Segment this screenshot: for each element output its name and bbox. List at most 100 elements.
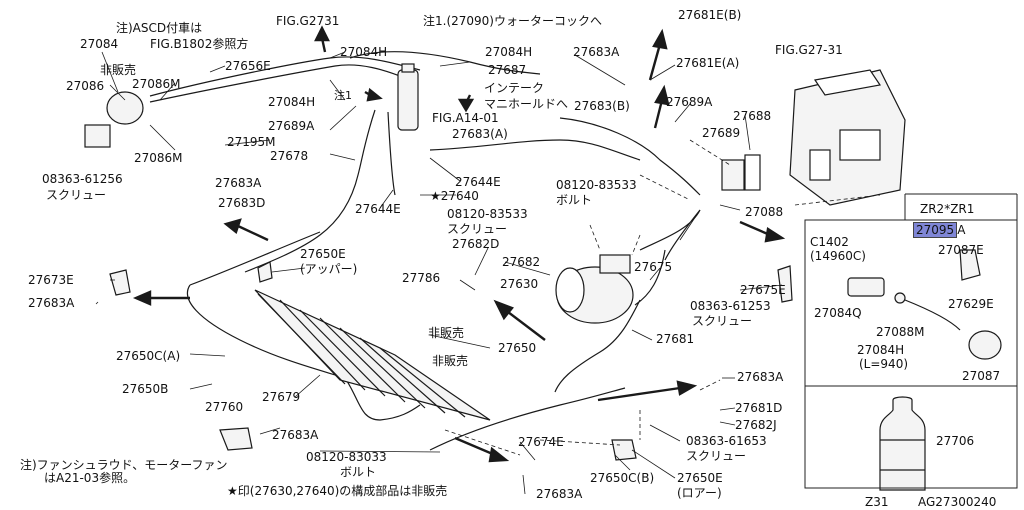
part-label-08363-61253: 08363-61253 [690,299,771,313]
inset-frame [804,219,1018,489]
part-label-27086m-lower: 27086M [134,151,183,165]
part-label-27683a-right: 27683A [737,370,784,384]
inset-label-27706: 27706 [936,434,975,448]
pipe-long-lower [189,231,321,286]
part-label-27688: 27688 [733,109,772,123]
note-star-not-for-sale: ★印(27630,27640)の構成部品は非販売 [227,484,448,498]
part-label-27683a-top: 27683A [573,45,620,59]
valve-27086 [106,91,144,125]
part-label-27675: 27675 [634,260,673,274]
inset-valve-c1402 [847,277,885,297]
part-label-27630: 27630 [500,277,539,291]
part-label-27644e-right: 27644E [455,175,501,189]
part-label-27683a-bottom-left: 27683A [272,428,319,442]
inset-label-c1402: C1402 [810,235,849,249]
note-ascd-line1: 注)ASCD付車は [116,21,203,35]
inset-label-14960c: (14960C) [810,249,866,263]
part-label-27681e-b: 27681E(B) [678,8,742,22]
upper-label: (アッパー) [300,262,358,276]
part-label-27644e-left: 27644E [355,202,401,216]
fig-ref-g2731: FIG.G2731 [276,14,340,28]
inset-label-27084h: 27084H [857,343,905,357]
part-label-27682j: 27682J [735,418,777,432]
receiver-drier [397,69,419,131]
inset-label-27088m: 27088M [876,325,925,339]
pipe-upper-2 [149,64,406,103]
part-label-08120-83033: 08120-83033 [306,450,387,464]
pipe-upper-1 [149,56,421,97]
part-label-27195m: 27195M [227,135,276,149]
bracket-27675E [777,265,793,303]
inset-label-27087: 27087 [962,369,1001,383]
highlighted-part-27095[interactable]: 27095 [913,222,958,238]
part-label-27084: 27084 [80,37,119,51]
part-label-27683a-bottom: 27683A [536,487,583,501]
arrow-27674E [454,436,496,457]
part-label-27683d: 27683D [218,196,266,210]
part-label-27683a-left: 27683A [28,296,75,310]
part-label-27675e: 27675E [740,283,786,297]
bottle-27706 [879,396,926,491]
part-label-27086m: 27086M [132,77,181,91]
part-label-27786: 27786 [402,271,441,285]
pipe-left-loop [186,284,346,379]
intake-note-line1: インテーク [484,81,545,95]
bolt-label-1: ボルト [556,193,593,207]
pipe-heater-1 [349,51,541,75]
fig-ref-a1401: FIG.A14-01 [432,111,499,125]
pipe-27678 [244,109,376,273]
inset-label-length: (L=940) [859,357,909,371]
part-label-27679: 27679 [262,390,301,404]
bracket-27760 [219,427,253,451]
pipe-27683A [429,139,641,161]
arrow-27681E-B [648,43,662,81]
part-label-27650e-upper: 27650E [300,247,346,261]
part-label-27650c-b: 27650C(B) [590,471,655,485]
part-label-27682d: 27682D [452,237,500,251]
part-label-27650e-lower: 27650E [677,471,723,485]
pipe-27683B [559,117,701,196]
part-label-27650b: 27650B [122,382,169,396]
screw-label-1: スクリュー [46,188,107,202]
screw-label-3: スクリュー [692,314,753,328]
part-27095-suffix: A [957,223,966,237]
intake-note-line2: マニホールドへ [484,97,569,111]
part-label-27084h-mid: 27084H [268,95,316,109]
part-label-star-27640: ★27640 [430,189,479,203]
not-for-sale-label-2: 非販売 [428,326,465,340]
part-label-27689a-right: 27689A [666,95,713,109]
part-label-27682: 27682 [502,255,541,269]
note-ascd-line2: FIG.B1802参照方 [150,37,249,51]
inset-label-27087e: 27087E [938,243,984,257]
inset-label-27629e: 27629E [948,297,994,311]
pipe-lower-run [429,387,626,451]
part-label-27687: 27687 [488,63,527,77]
part-label-27689a: 27689A [268,119,315,133]
arrow-27681E-A [653,99,664,129]
pipe-27675 [634,249,666,306]
lower-label: (ロアー) [677,486,722,500]
footer-model: Z31 [865,495,889,509]
bolt-label-2: ボルト [340,465,377,479]
part-label-27084h-right: 27084H [485,45,533,59]
part-label-27084h-top: 27084H [340,45,388,59]
part-label-27673e: 27673E [28,273,74,287]
inset-header: ZR2*ZR1 [920,202,975,216]
part-label-27681e-a: 27681E(A) [676,56,740,70]
footer-diagram-code: AG27300240 [918,495,997,509]
part-label-27674e: 27674E [518,435,564,449]
arrow-27681D [597,386,681,402]
fig-ref-g2731b: FIG.G27-31 [775,43,843,57]
bracket-27650E-upper [257,261,273,283]
note1-small: 注1 [334,89,352,102]
part-label-08120-83533-top: 08120-83533 [556,178,637,192]
part-label-27678: 27678 [270,149,309,163]
part-label-27683b-paren: 27683(B) [574,99,630,113]
note-water-cock: 注1.(27090)ウォーターコックへ [423,14,602,28]
arrow-27683D [237,224,269,242]
part-label-08120-83533-mid: 08120-83533 [447,207,528,221]
part-label-27650c-a: 27650C(A) [116,349,181,363]
